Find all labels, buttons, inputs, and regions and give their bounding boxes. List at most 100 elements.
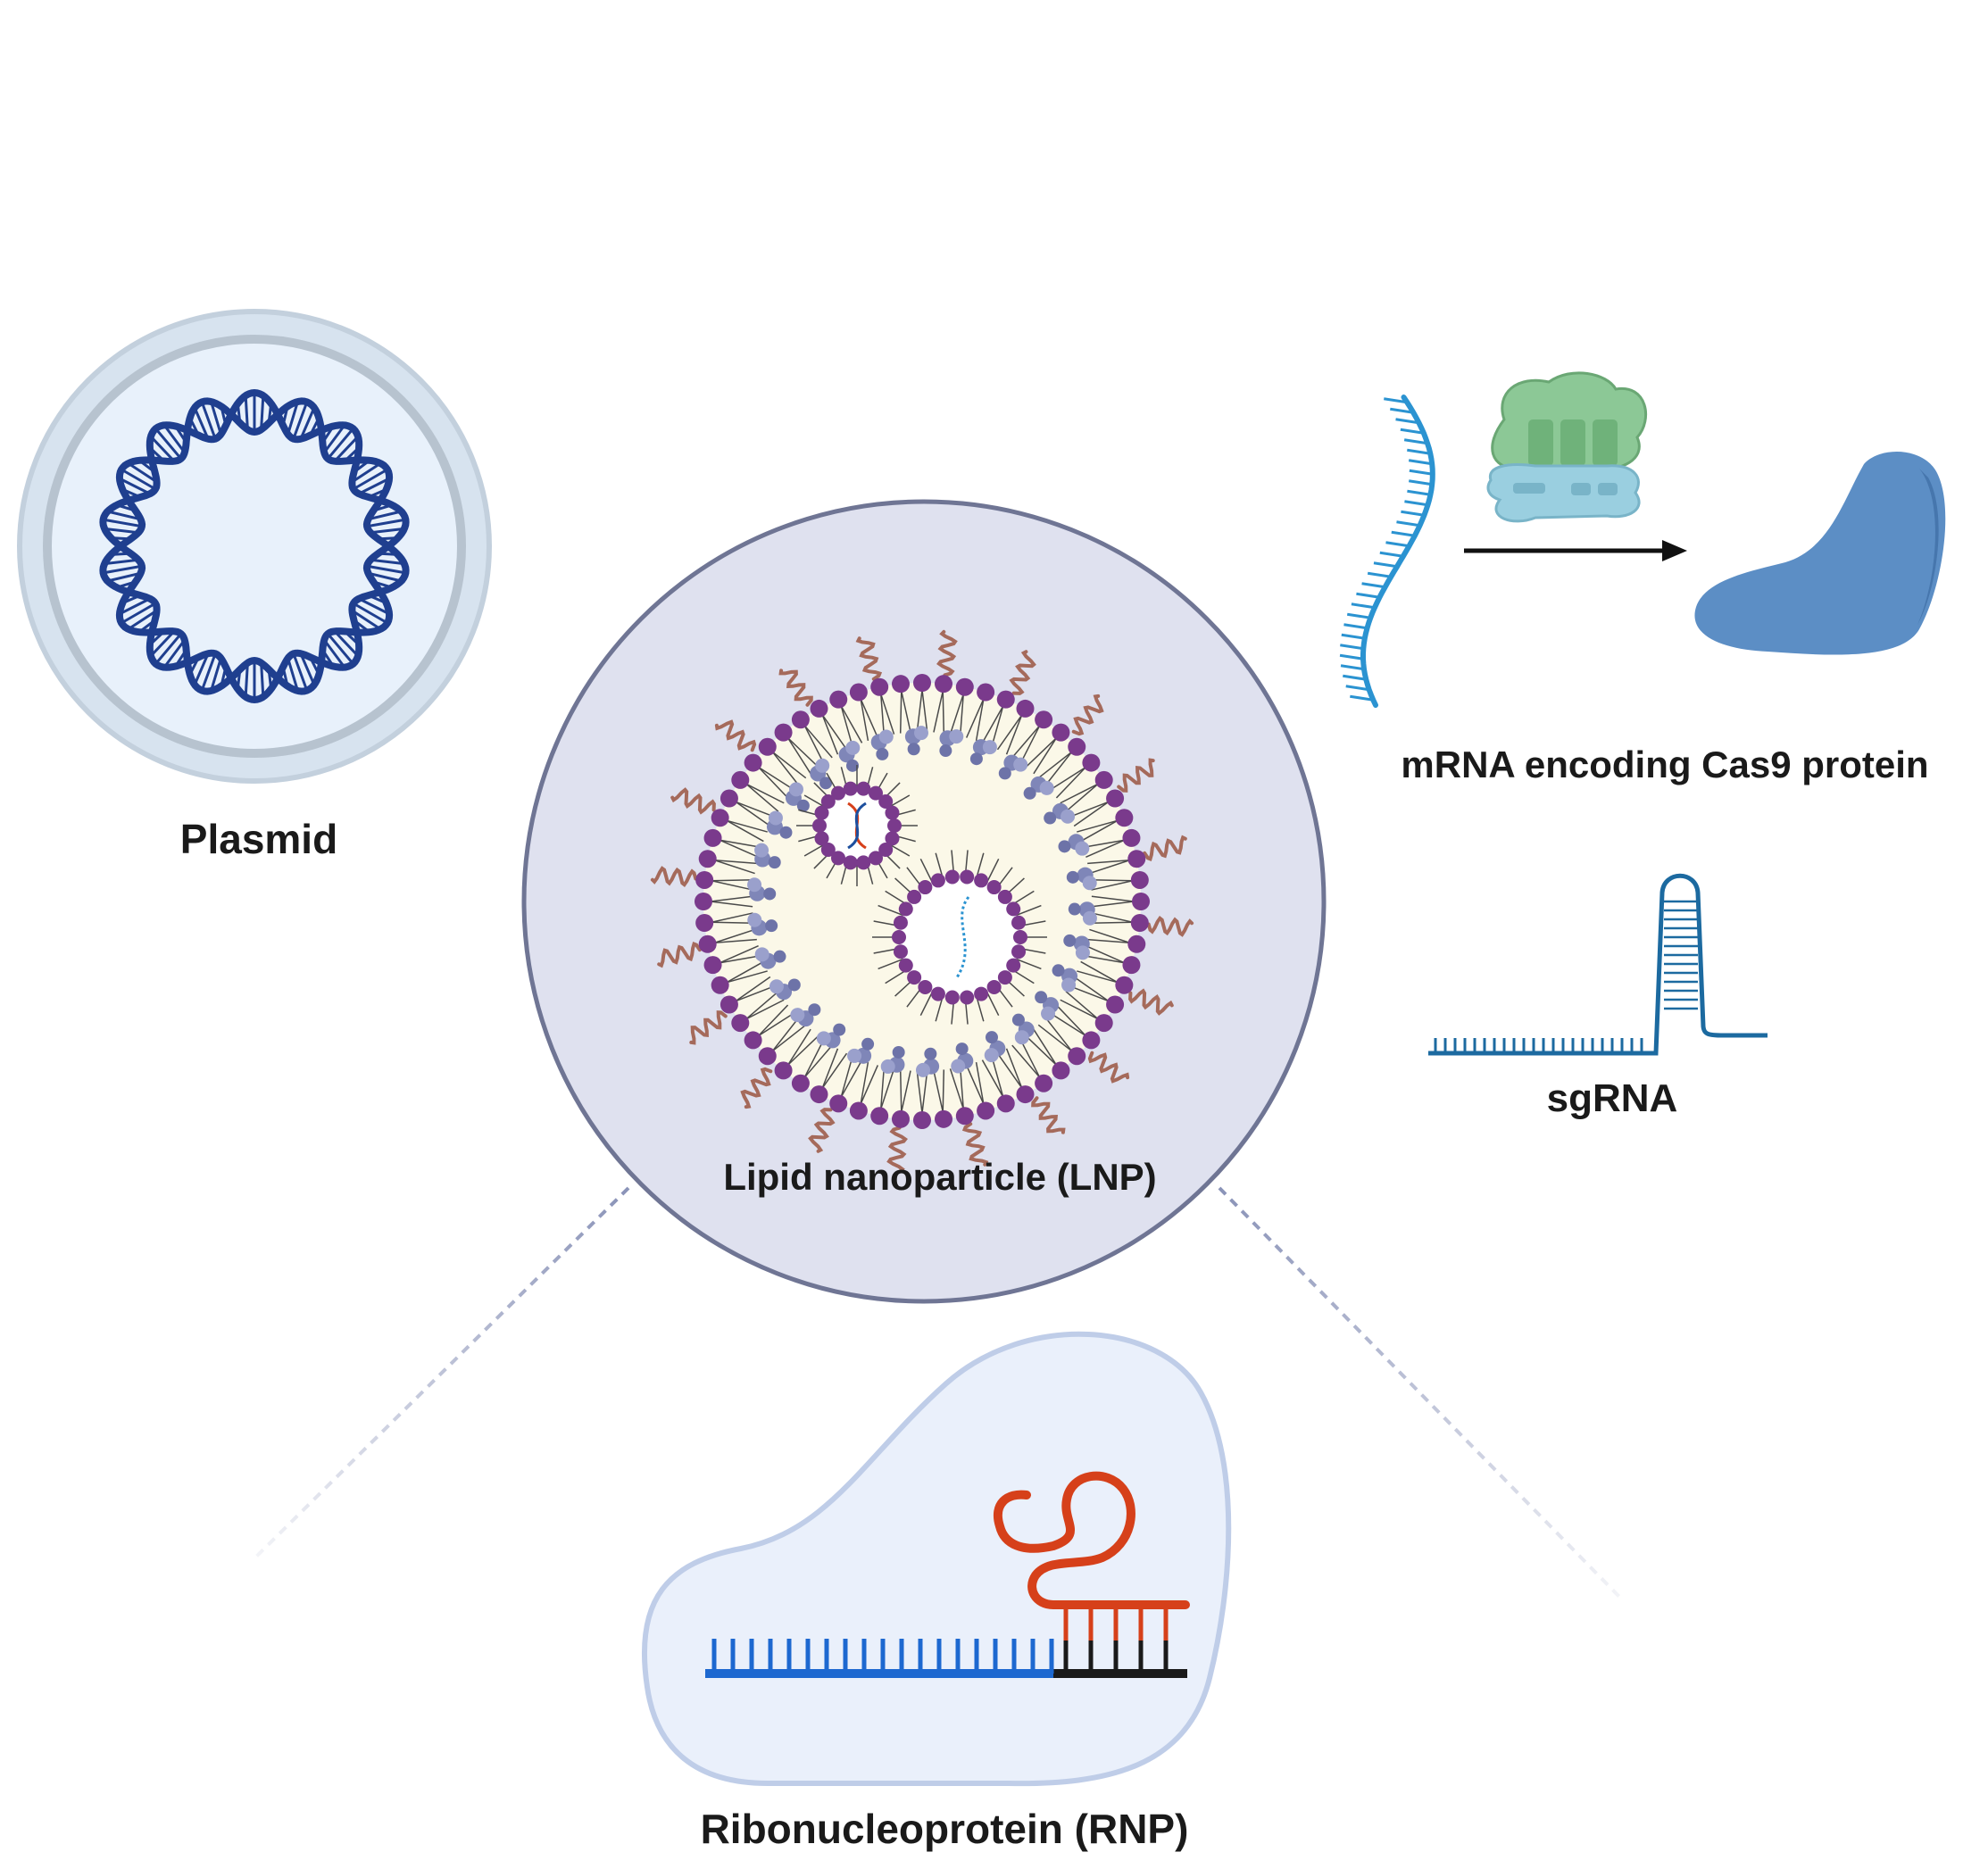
lipid-head bbox=[849, 683, 868, 702]
lipid-tail bbox=[1087, 860, 1130, 865]
cholesterol-unit bbox=[878, 729, 894, 744]
lipid-head bbox=[1106, 995, 1125, 1014]
mrna-backbone bbox=[1360, 395, 1435, 708]
peg-chain bbox=[1128, 988, 1174, 1016]
cholesterol-unit bbox=[763, 887, 777, 901]
mrna-base bbox=[1385, 541, 1410, 548]
lipid-head bbox=[1011, 944, 1027, 959]
lipid-tail bbox=[1087, 938, 1130, 943]
lipid-tail bbox=[1060, 783, 1099, 804]
mrna-base bbox=[1400, 428, 1425, 435]
guide-rna-strand bbox=[994, 1471, 1190, 1609]
lipid-tail bbox=[965, 698, 985, 738]
cholesterol-unit bbox=[747, 912, 762, 927]
lipid-tail bbox=[710, 895, 753, 902]
lipid-tail bbox=[986, 858, 1000, 884]
dna-base-pair bbox=[127, 461, 159, 484]
dna-base-pair bbox=[322, 638, 346, 669]
lipid-tail bbox=[975, 699, 985, 742]
dna-base-pair bbox=[352, 602, 389, 625]
lipid-tail bbox=[860, 1061, 869, 1104]
lipid-tail bbox=[1080, 960, 1119, 984]
lipid-head bbox=[1127, 934, 1146, 953]
cholesterol-unit bbox=[1075, 945, 1090, 960]
lipid-tail bbox=[1049, 767, 1086, 791]
rnp-container-blob bbox=[641, 1331, 1232, 1787]
lipid-head bbox=[831, 851, 845, 866]
lipid-head bbox=[1115, 976, 1134, 994]
lipid-head bbox=[698, 934, 717, 953]
lipid-tail bbox=[1060, 999, 1099, 1020]
lipid-head bbox=[935, 675, 953, 694]
cholesterol-unit bbox=[1039, 780, 1054, 795]
lipid-tail bbox=[921, 689, 928, 733]
lipid-tail bbox=[1016, 904, 1042, 917]
dna-base-pair bbox=[106, 571, 143, 583]
cholesterol-unit bbox=[1066, 870, 1079, 884]
peg-chain bbox=[740, 1067, 773, 1109]
cholesterol-unit bbox=[1068, 902, 1081, 916]
mrna-base bbox=[1343, 674, 1367, 681]
lipid-head bbox=[703, 828, 722, 847]
lipid-head bbox=[791, 1074, 810, 1092]
lipid-tail bbox=[745, 999, 785, 1020]
lipid-tail bbox=[787, 1034, 819, 1066]
dna-base-pair bbox=[369, 558, 406, 566]
lipid-head bbox=[711, 809, 729, 827]
lipid-head bbox=[955, 1107, 974, 1126]
dna-base-pair bbox=[127, 609, 159, 631]
lipid-tail bbox=[840, 1056, 853, 1098]
cholesterol-unit bbox=[769, 979, 784, 994]
dna-base-pair bbox=[103, 558, 140, 566]
lipid-tail bbox=[745, 783, 779, 812]
lipid-tail bbox=[719, 839, 759, 859]
cholesterol-unit bbox=[768, 856, 781, 869]
lipid-tail bbox=[1005, 714, 1023, 755]
lipid-head bbox=[843, 781, 858, 796]
lipid-head bbox=[986, 979, 1002, 994]
cholesterol-unit bbox=[847, 1048, 862, 1063]
lipid-head bbox=[1068, 1047, 1086, 1066]
dna-base-pair bbox=[350, 609, 382, 631]
lipid-head bbox=[829, 690, 848, 709]
dna-base-pair bbox=[350, 461, 382, 484]
cholesterol-unit bbox=[939, 744, 952, 758]
lipid-tail bbox=[1055, 1004, 1086, 1036]
lipid-head bbox=[1130, 870, 1149, 889]
lipid-tail bbox=[758, 767, 789, 799]
peg-chain bbox=[886, 1126, 908, 1174]
lipid-tail bbox=[745, 991, 779, 1020]
dna-base-pair bbox=[200, 652, 217, 693]
dna-base-pair bbox=[287, 400, 299, 436]
lipid-head bbox=[774, 1061, 793, 1080]
lipid-head bbox=[878, 794, 894, 810]
peg-chain bbox=[1087, 1051, 1130, 1084]
lipid-head bbox=[898, 901, 913, 917]
lipid-head bbox=[997, 970, 1012, 985]
lipid-tail bbox=[803, 725, 833, 759]
mrna-base bbox=[1409, 479, 1433, 486]
lipid-head bbox=[1115, 809, 1134, 827]
peg-chain bbox=[961, 1122, 989, 1167]
cholesterol-unit bbox=[924, 1047, 937, 1060]
dna-base-pair bbox=[287, 656, 299, 693]
lipid-tail bbox=[860, 699, 869, 742]
peg-chain bbox=[650, 866, 698, 887]
dna-base-pair bbox=[366, 510, 403, 521]
lipid-tail bbox=[996, 714, 1023, 751]
lipid-tail bbox=[933, 690, 944, 733]
cholesterol-unit bbox=[982, 740, 997, 755]
lipid-tail bbox=[1090, 921, 1133, 925]
lipid-tail bbox=[942, 1069, 945, 1112]
lipid-head bbox=[870, 1107, 889, 1126]
dna-base-pair bbox=[154, 427, 183, 461]
lipid-head bbox=[720, 995, 738, 1014]
lipid-tail bbox=[1091, 895, 1135, 902]
mrna-base bbox=[1384, 397, 1408, 404]
mrna-base bbox=[1409, 469, 1434, 476]
mrna-base bbox=[1350, 694, 1374, 702]
lipid-tail bbox=[726, 819, 764, 843]
ribosome-slot-2 bbox=[1560, 419, 1585, 466]
lipid-tail bbox=[840, 705, 853, 747]
